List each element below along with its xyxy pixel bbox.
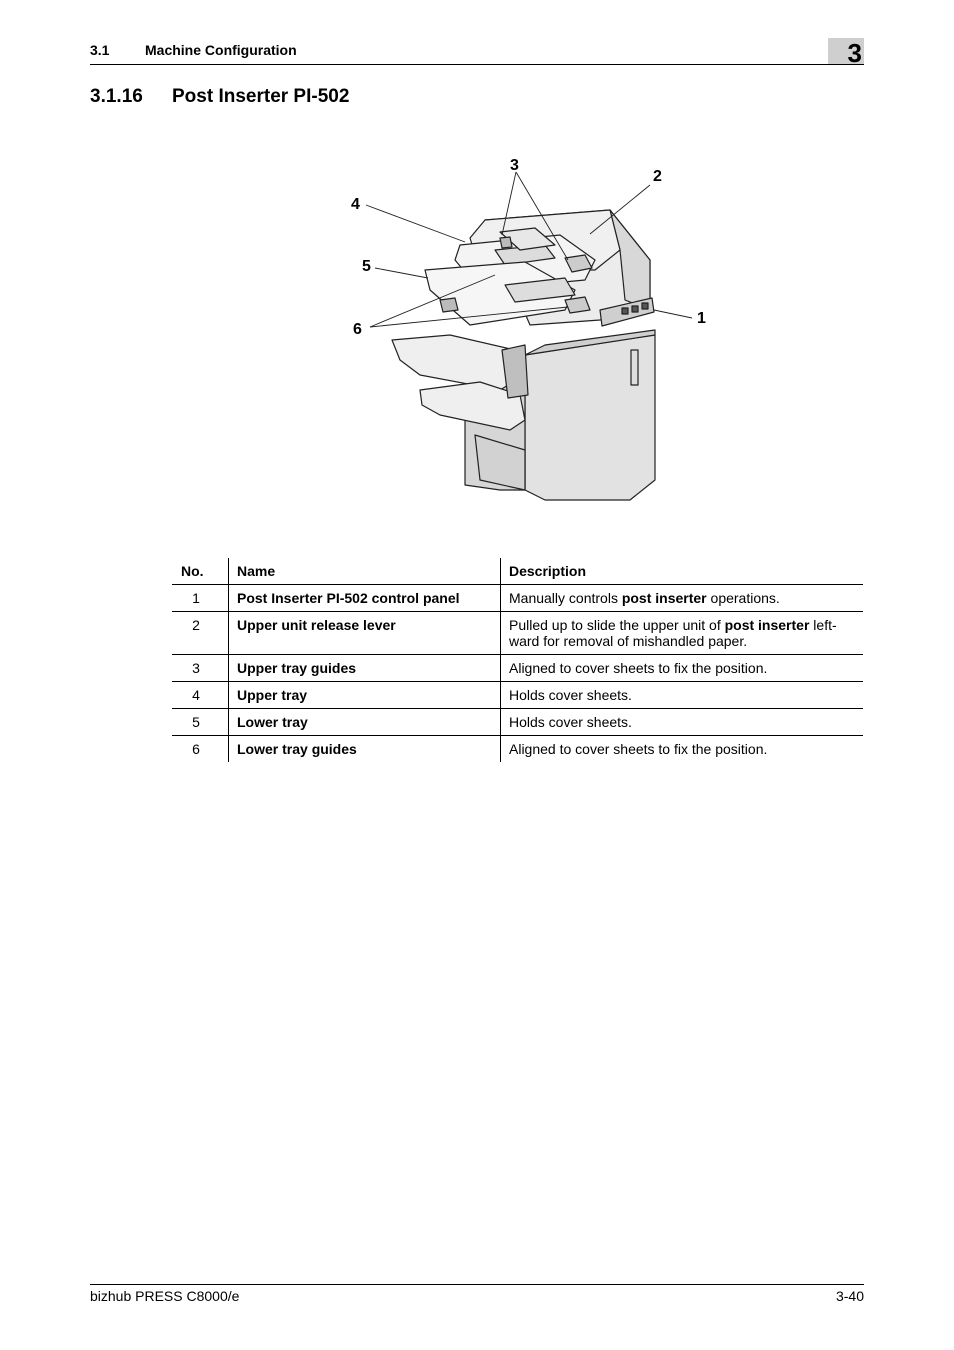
chapter-number-tab: 3 bbox=[828, 38, 864, 68]
description-text: Manually controls bbox=[509, 590, 622, 606]
description-text: Holds cover sheets. bbox=[509, 714, 632, 730]
row-number: 5 bbox=[172, 708, 229, 736]
callout-3: 3 bbox=[510, 157, 519, 174]
description-emphasis: post inserter bbox=[724, 617, 810, 633]
callout-4: 4 bbox=[351, 196, 360, 213]
row-description: Holds cover sheets. bbox=[500, 708, 863, 736]
callout-2: 2 bbox=[653, 168, 662, 185]
callout-1: 1 bbox=[697, 310, 706, 327]
footer-product-name: bizhub PRESS C8000/e bbox=[90, 1288, 240, 1304]
row-name: Upper tray bbox=[228, 681, 501, 709]
row-description: Pulled up to slide the upper unit of pos… bbox=[500, 611, 863, 655]
row-name: Post Inserter PI-502 control panel bbox=[228, 584, 501, 612]
description-text: Aligned to cover sheets to fix the posit… bbox=[509, 660, 768, 676]
description-text: Pulled up to slide the upper unit of bbox=[509, 617, 725, 633]
row-number: 4 bbox=[172, 681, 229, 709]
description-emphasis: post inserter bbox=[621, 590, 707, 606]
description-text: left-ward for removal of mishandled pape… bbox=[509, 617, 837, 649]
figure-callouts: 1 2 3 4 5 6 bbox=[351, 157, 706, 338]
row-number: 2 bbox=[172, 611, 229, 655]
row-description: Holds cover sheets. bbox=[500, 681, 863, 709]
row-name: Lower tray guides bbox=[228, 735, 501, 762]
title-text: Post Inserter PI-502 bbox=[172, 86, 350, 107]
header-section-title: Machine Configuration bbox=[145, 42, 297, 58]
row-number: 1 bbox=[172, 584, 229, 612]
post-inserter-drawing: 1 2 3 4 5 6 bbox=[351, 157, 706, 501]
header-rule bbox=[90, 64, 864, 65]
title-number: 3.1.16 bbox=[90, 86, 143, 107]
row-name: Lower tray bbox=[228, 708, 501, 736]
header-description: Description bbox=[500, 558, 863, 585]
header-section-number: 3.1 bbox=[90, 42, 110, 58]
footer-page-number: 3-40 bbox=[835, 1288, 864, 1304]
description-text: Holds cover sheets. bbox=[509, 687, 632, 703]
table-header-row: No. Name Description bbox=[172, 558, 863, 585]
running-header: 3.1 Machine Configuration bbox=[90, 42, 297, 58]
callout-5: 5 bbox=[362, 258, 371, 275]
post-inserter-illustration: 1 2 3 4 5 6 bbox=[330, 150, 730, 510]
row-description: Aligned to cover sheets to fix the posit… bbox=[500, 654, 863, 682]
row-number: 3 bbox=[172, 654, 229, 682]
row-description: Manually controls post inserter operatio… bbox=[500, 584, 863, 612]
row-name: Upper tray guides bbox=[228, 654, 501, 682]
description-text: Aligned to cover sheets to fix the posit… bbox=[509, 741, 768, 757]
header-name: Name bbox=[228, 558, 501, 585]
table-row: 6 Lower tray guides Aligned to cover sheet… bbox=[172, 735, 863, 762]
header-no: No. bbox=[172, 558, 229, 585]
callout-6: 6 bbox=[353, 321, 362, 338]
row-description: Aligned to cover sheets to fix the posit… bbox=[500, 735, 863, 762]
footer-rule bbox=[90, 1284, 864, 1285]
row-number: 6 bbox=[192, 741, 200, 757]
page-title: 3.1.16 Post Inserter PI-502 bbox=[90, 86, 349, 108]
row-name: Upper unit release lever bbox=[228, 611, 501, 655]
description-text: operations. bbox=[706, 590, 780, 606]
